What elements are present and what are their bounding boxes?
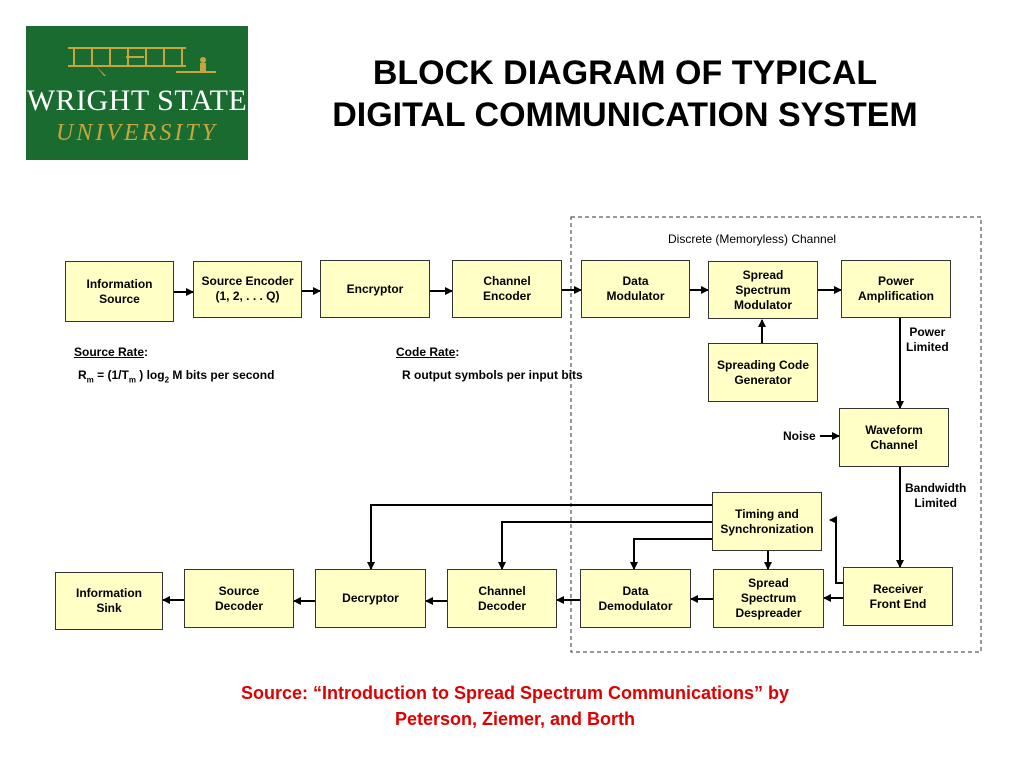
wire-timing-to-demod xyxy=(630,538,712,570)
wire-timing-to-decryptor xyxy=(367,504,712,570)
noise-label: Noise xyxy=(783,429,816,443)
code-rate-text: R output symbols per input bits xyxy=(402,368,583,382)
block-source-encoder: Source Encoder(1, 2, . . . Q) xyxy=(193,261,302,318)
logo-subtitle: UNIVERSITY xyxy=(56,120,218,146)
citation-line-1: Source: “Introduction to Spread Spectrum… xyxy=(240,683,790,703)
block-encryptor: Encryptor xyxy=(320,260,430,318)
biplane-icon xyxy=(68,47,216,76)
channel-label: Discrete (Memoryless) Channel xyxy=(668,232,837,246)
page-title: BLOCK DIAGRAM OF TYPICAL DIGITAL COMMUNI… xyxy=(240,52,1010,136)
wire-timing-to-chdec xyxy=(498,521,712,570)
citation: Source: “Introduction to Spread Spectrum… xyxy=(150,680,880,732)
title-line-2: DIGITAL COMMUNICATION SYSTEM xyxy=(332,96,918,134)
citation-line-2: Peterson, Ziemer, and Borth xyxy=(394,709,636,729)
logo-wordmark: WRIGHT STATE xyxy=(26,84,248,117)
wire-receiver-to-timing xyxy=(829,516,843,584)
block-decryptor: Decryptor xyxy=(315,569,426,628)
channel-boundary xyxy=(570,216,982,653)
title-line-1: BLOCK DIAGRAM OF TYPICAL xyxy=(372,54,878,92)
code-rate-heading: Code Rate: xyxy=(396,345,460,359)
source-rate-heading: Source Rate: xyxy=(74,345,149,359)
university-logo: WRIGHT STATE UNIVERSITY xyxy=(26,26,248,160)
source-rate-formula: Rm = (1/Tm ) log2 M bits per second xyxy=(78,368,275,385)
